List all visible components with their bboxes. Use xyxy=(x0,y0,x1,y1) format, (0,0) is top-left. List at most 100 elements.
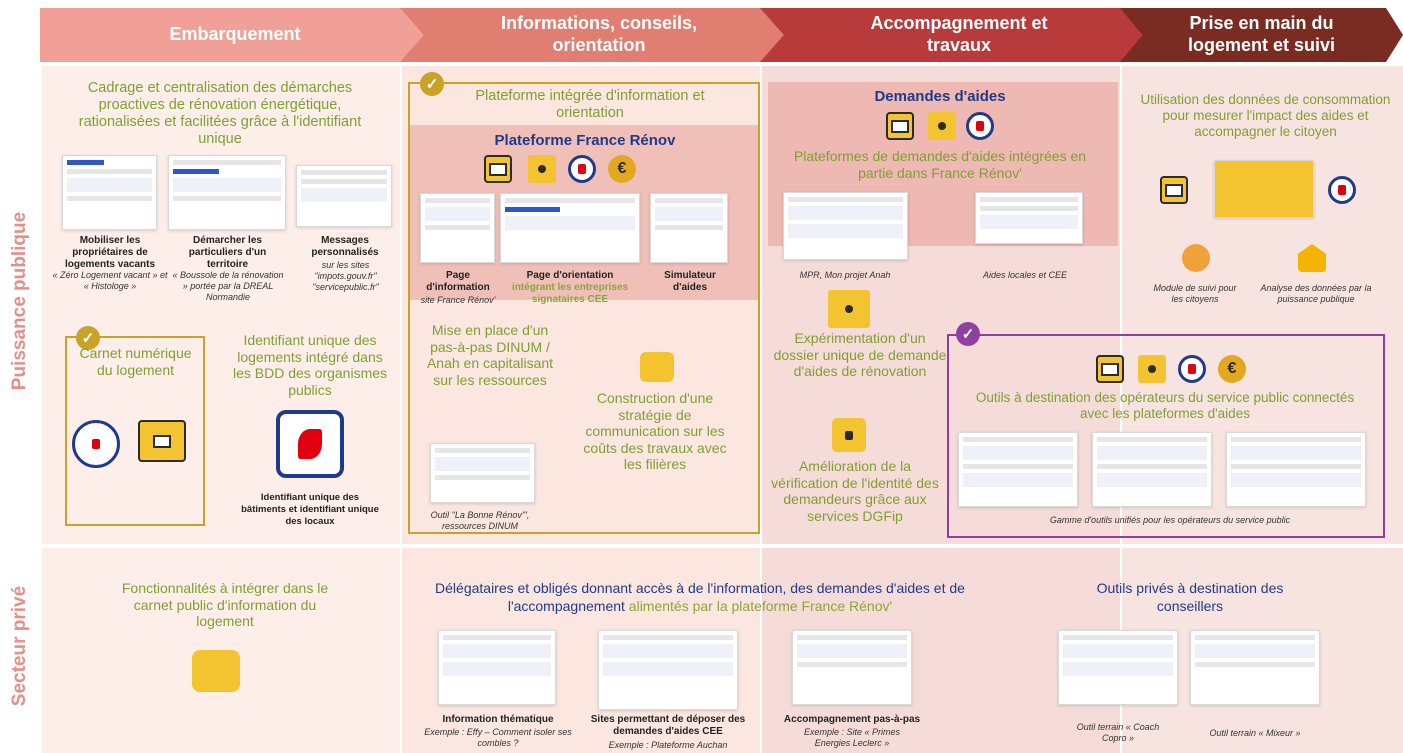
identifiant-caption: Identifiant unique des bâtiments et iden… xyxy=(241,492,379,527)
sites-cee-caption: Exemple : Plateforme Auchan xyxy=(608,740,728,750)
check-icon: ✓ xyxy=(956,322,980,346)
screen-book-icon xyxy=(1160,176,1188,204)
fonctionnalites-label: Fonctionnalités à intégrer dans le carne… xyxy=(121,580,329,630)
info-thematique-caption: Exemple : Effy – Comment isoler ses comb… xyxy=(424,727,572,748)
screen-book-icon xyxy=(1096,355,1124,383)
delegataires-text: Délégataires et obligés donnant accès à … xyxy=(435,580,965,614)
module-caption: Module de suivi pour les citoyens xyxy=(1153,283,1237,304)
screen-book-icon xyxy=(886,112,914,140)
energy-meter-image xyxy=(1214,160,1314,218)
lock-icon xyxy=(832,418,866,452)
folder-lock-icon xyxy=(1138,355,1166,383)
accompagnement-title: Accompagnement pas-à-pas xyxy=(783,714,921,725)
page-orientation-title: Page d'orientation intégrant les entrepr… xyxy=(505,270,635,306)
euro-coin-icon: € xyxy=(1218,355,1246,383)
cart-icon xyxy=(640,352,674,382)
step-accompagnement: Accompagnement et travaux xyxy=(760,8,1158,62)
page-information-caption: site France Rénov' xyxy=(420,295,496,305)
step-label: Embarquement xyxy=(169,24,301,45)
screen-book-icon xyxy=(138,420,186,462)
mpr-caption: MPR, Mon projet Anah xyxy=(799,270,891,280)
pas-a-pas-label: Mise en place d'un pas-à-pas DINUM / Ana… xyxy=(426,322,554,388)
col1-intro: Cadrage et centralisation des démarches … xyxy=(78,80,362,148)
step-embarquement: Embarquement xyxy=(40,8,430,62)
hand-gears-icon xyxy=(192,650,240,692)
check-icon: ✓ xyxy=(420,72,444,96)
screenshot-mpr xyxy=(783,192,908,260)
carnet-label: Carnet numérique du logement xyxy=(79,345,192,378)
page-information-title: Page d'information xyxy=(426,270,490,293)
screenshot-aides-locales xyxy=(975,192,1083,244)
screenshot-outil-3 xyxy=(1226,432,1366,507)
folder-lock-icon xyxy=(828,290,870,328)
utilisation-label: Utilisation des données de consommation … xyxy=(1140,92,1391,139)
screenshot-outil-1 xyxy=(958,432,1078,507)
plateforme-name: Plateforme France Rénov xyxy=(494,132,676,149)
side-label-public: Puissance publique xyxy=(9,211,30,391)
delegataires-green: alimentés par la plateforme France Rénov… xyxy=(628,597,893,614)
strategie-label: Construction d'une stratégie de communic… xyxy=(583,390,727,473)
carnet-box xyxy=(65,336,205,526)
outil-caption: Outil "La Bonne Rénov'", ressources DINU… xyxy=(430,510,530,531)
demandes-title: Demandes d'aides xyxy=(874,88,1006,105)
amelioration-label: Amélioration de la vérification de l'ide… xyxy=(771,458,939,524)
screenshot-page-orientation xyxy=(500,193,640,263)
france-renov-logo-icon xyxy=(72,420,120,468)
side-label-private: Secteur privé xyxy=(9,585,30,707)
france-renov-logo-icon xyxy=(568,155,596,183)
item-mobiliser-caption: « Zéro Logement vacant » et « Histologe … xyxy=(52,270,168,291)
outils-operateurs-box xyxy=(947,334,1385,538)
screenshot-coach-copro xyxy=(1058,630,1178,705)
screenshot-mixeur xyxy=(1190,630,1320,705)
page-orientation-label: Page d'orientation xyxy=(526,270,614,281)
item-messages-caption: sur les sites "impots.gouv.fr" "servicep… xyxy=(312,260,379,292)
item-mobiliser-title: Mobiliser les propriétaires de logements… xyxy=(64,235,156,270)
identifiant-label: Identifiant unique des logements intégré… xyxy=(232,332,388,398)
accompagnement-caption: Exemple : Site « Primes Energies Leclerc… xyxy=(803,727,901,748)
page-orientation-green: intégrant les entreprises signataires CE… xyxy=(511,282,629,305)
screen-book-icon xyxy=(484,155,512,183)
screenshot-outil-2 xyxy=(1092,432,1212,507)
coach-copro-caption: Outil terrain « Coach Copro » xyxy=(1076,722,1160,743)
france-renov-big-logo-icon xyxy=(276,410,344,478)
check-icon: ✓ xyxy=(76,326,100,350)
gamme-caption: Gamme d'outils unifiés pour les opérateu… xyxy=(1049,515,1291,525)
screenshot-zero-logement xyxy=(62,155,157,230)
france-renov-logo-icon xyxy=(1328,176,1356,204)
simulateur-title: Simulateur d'aides xyxy=(664,270,716,293)
aides-locales-caption: Aides locales et CEE xyxy=(982,270,1068,280)
outils-prives-label: Outils privés à destination des conseill… xyxy=(1096,580,1284,614)
screenshot-boussole xyxy=(168,155,286,230)
item-demarcher-title: Démarcher les particuliers d'un territoi… xyxy=(188,235,267,270)
folder-lock-icon xyxy=(528,155,556,183)
folder-lock-icon xyxy=(928,112,956,140)
plateforme-box-title: Plateforme intégrée d'information et ori… xyxy=(475,88,705,122)
screenshot-la-bonne-renov xyxy=(430,443,535,503)
screenshot-simulateur xyxy=(650,193,728,263)
people-icon xyxy=(1182,244,1210,272)
step-informations: Informations, conseils, orientation xyxy=(400,8,798,62)
sites-cee-title: Sites permettant de déposer des demandes… xyxy=(590,714,746,737)
plateformes-label: Plateformes de demandes d'aides intégrée… xyxy=(793,148,1087,181)
screenshot-page-information xyxy=(420,193,495,263)
mixeur-caption: Outil terrain « Mixeur » xyxy=(1209,728,1301,738)
screenshot-effy xyxy=(438,630,556,705)
screenshot-messages xyxy=(296,165,392,227)
plateforme-integree-box xyxy=(408,82,760,534)
item-demarcher-caption: « Boussole de la rénovation » portée par… xyxy=(172,270,284,302)
step-label: Prise en main du logement et suivi xyxy=(1187,13,1336,55)
step-label: Informations, conseils, orientation xyxy=(500,13,698,55)
screenshot-leclerc xyxy=(792,630,912,705)
delegataires-label: Délégataires et obligés donnant accès à … xyxy=(420,580,980,615)
info-thematique-title: Information thématique xyxy=(442,714,554,725)
france-renov-logo-icon xyxy=(1178,355,1206,383)
france-renov-logo-icon xyxy=(966,112,994,140)
euro-coin-icon: € xyxy=(608,155,636,183)
screenshot-auchan xyxy=(598,630,738,710)
experimentation-label: Expérimentation d'un dossier unique de d… xyxy=(773,330,947,380)
outils-operateurs-label: Outils à destination des opérateurs du s… xyxy=(975,390,1355,421)
step-prise-en-main: Prise en main du logement et suivi xyxy=(1120,8,1403,62)
step-label: Accompagnement et travaux xyxy=(870,13,1048,55)
analyse-caption: Analyse des données par la puissance pub… xyxy=(1260,283,1372,304)
item-messages-title: Messages personnalisés xyxy=(311,235,379,258)
